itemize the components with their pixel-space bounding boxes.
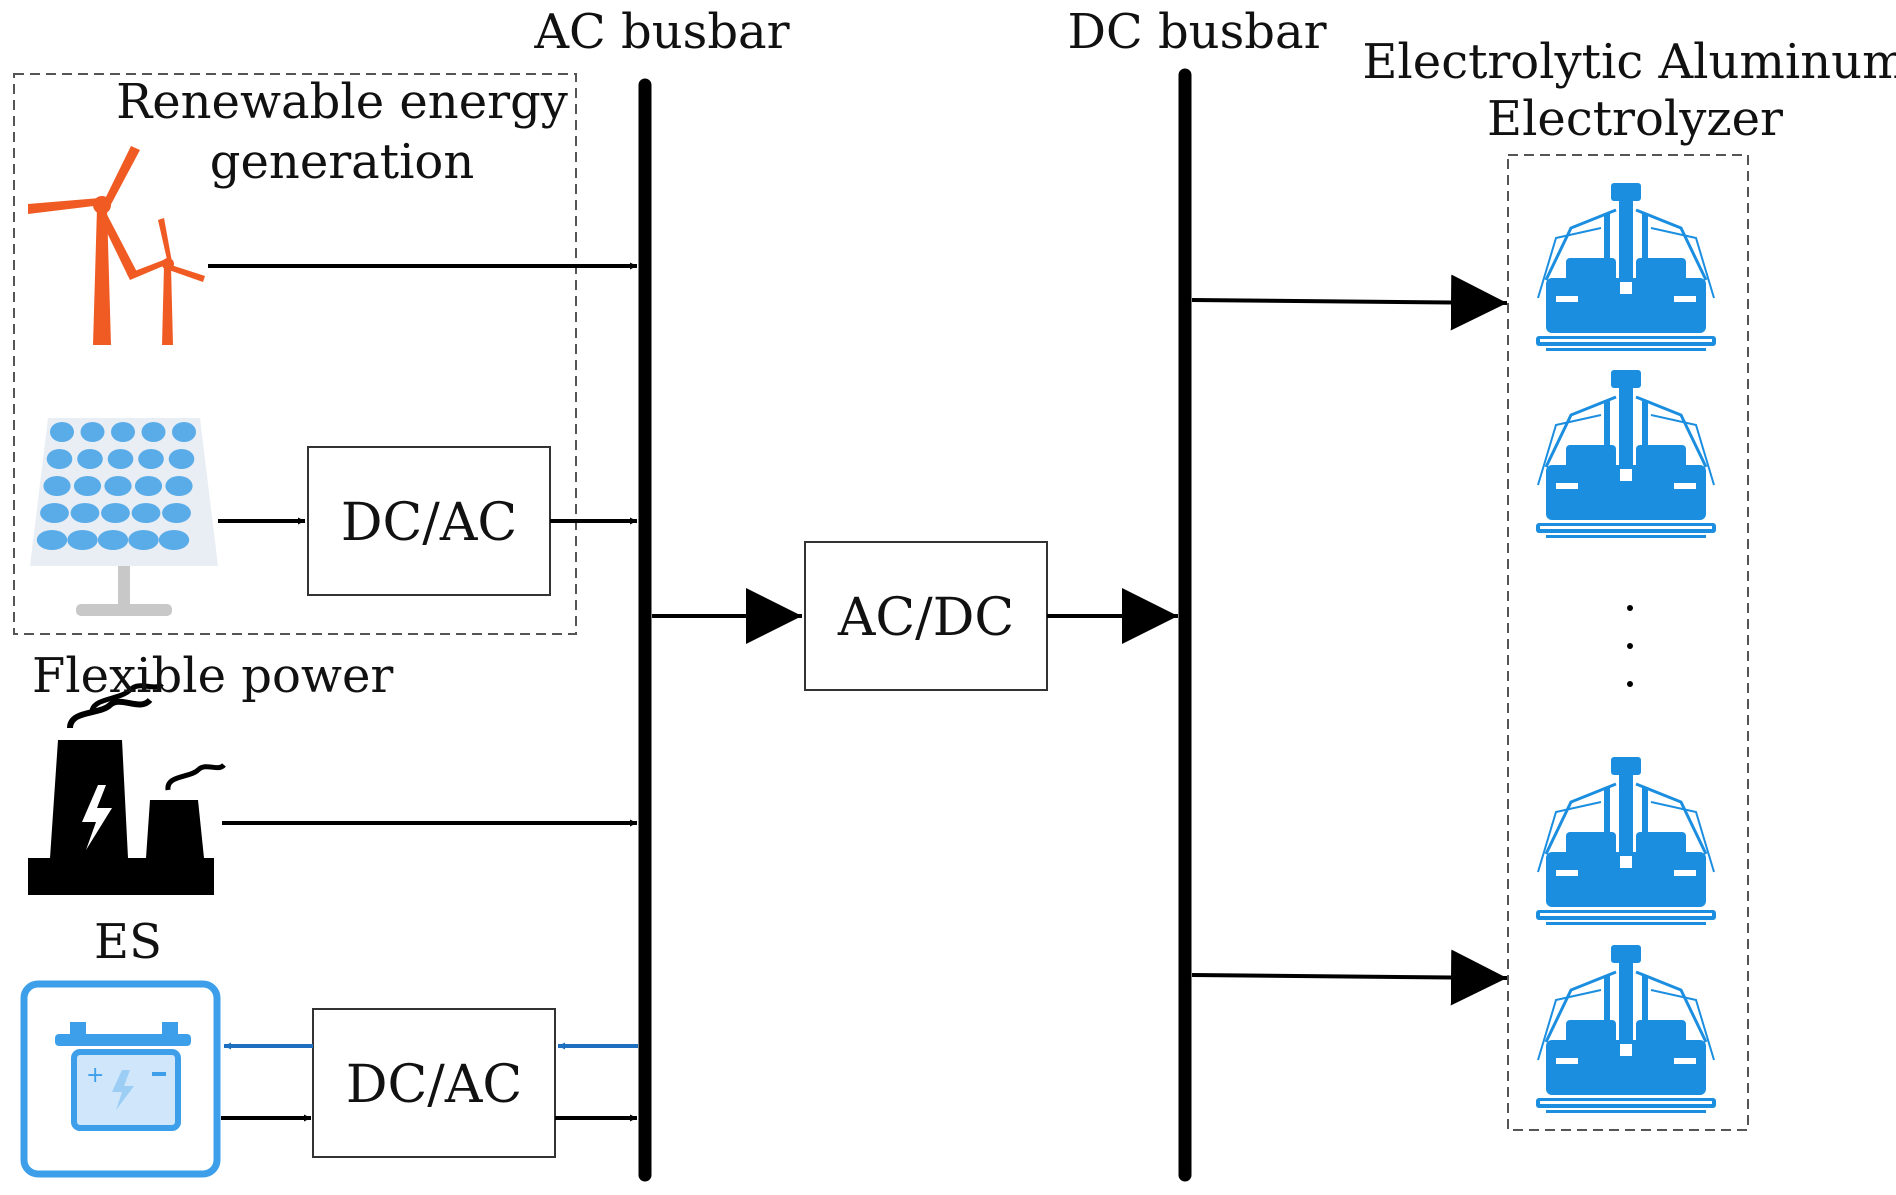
electrolyzer-cell-icon <box>1534 181 1718 353</box>
electrolyzer-title-line1: Electrolytic Aluminum <box>1362 34 1896 90</box>
es-inverter-label: DC/AC <box>346 1055 522 1115</box>
electrolyzer-cell-icon <box>1534 943 1718 1115</box>
renewable-title-line2: generation <box>210 134 474 190</box>
pv-inverter-label: DC/AC <box>341 493 517 553</box>
electrolyzer-group-box <box>1507 154 1749 1131</box>
es-label: ES <box>94 914 162 970</box>
ellipsis-icon <box>1627 605 1633 687</box>
power-plant-icon <box>28 681 226 895</box>
es-inverter-box <box>312 1008 556 1158</box>
pv-inverter-box <box>307 446 551 596</box>
battery-icon: + <box>20 980 221 1178</box>
wind-turbine-icon <box>28 146 205 345</box>
rectifier-label: AC/DC <box>837 588 1014 648</box>
electrolyzer-title-line2: Electrolyzer <box>1487 91 1783 147</box>
renewable-group-box <box>13 73 577 635</box>
solar-panel-icon <box>30 418 218 616</box>
rectifier-box <box>804 541 1048 691</box>
electrolyzer-cell-icon <box>1534 368 1718 540</box>
dc-to-electrolyzer-arrow-2 <box>1191 949 1508 1006</box>
dc-busbar-label: DC busbar <box>1067 4 1326 60</box>
ac-busbar-label: AC busbar <box>533 4 789 60</box>
electrolyzer-cell-icon <box>1534 755 1718 927</box>
dc-to-electrolyzer-arrow-1 <box>1191 274 1508 331</box>
svg-text:+: + <box>86 1063 104 1088</box>
renewable-title-line1: Renewable energy <box>116 74 568 130</box>
flexible-power-label: Flexible power <box>32 648 393 704</box>
